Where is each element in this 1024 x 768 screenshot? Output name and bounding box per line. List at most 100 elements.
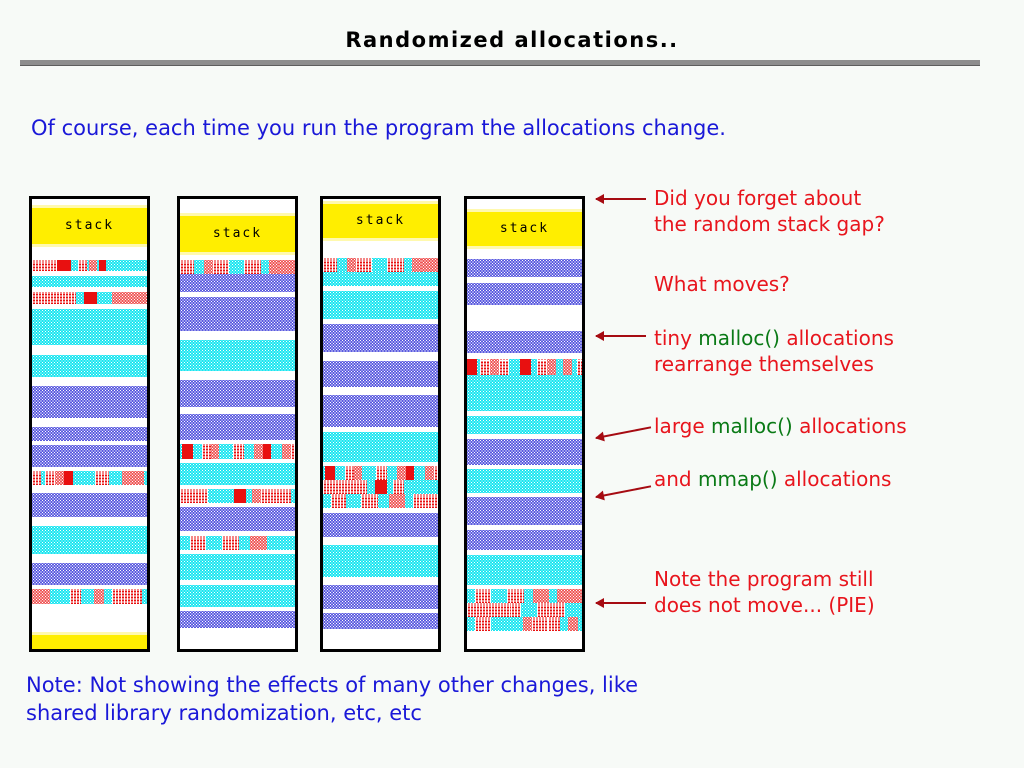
arrow-to-tiny-malloc xyxy=(595,331,646,341)
unmapped-gap xyxy=(180,199,295,213)
unmapped-gap xyxy=(467,434,582,439)
unmapped-gap xyxy=(323,427,438,432)
large-malloc-region xyxy=(32,526,147,554)
stack-block xyxy=(180,213,295,255)
annotation-text: rearrange themselves xyxy=(654,351,874,376)
large-malloc-region xyxy=(467,375,582,411)
tiny-malloc-chunk xyxy=(490,359,499,375)
tiny-malloc-chunk xyxy=(511,603,521,617)
unmapped-gap xyxy=(467,305,582,331)
memory-map-run-3: stackprogram xyxy=(320,196,441,652)
tiny-malloc-chunk xyxy=(323,258,337,272)
tiny-malloc-chunk xyxy=(84,292,97,304)
tiny-malloc-chunk xyxy=(99,260,106,271)
mmap-region xyxy=(32,445,147,467)
tiny-malloc-chunk xyxy=(204,260,213,274)
mmap-region xyxy=(323,324,438,352)
mmap-region xyxy=(467,331,582,353)
tiny-malloc-chunk xyxy=(523,617,532,631)
unmapped-gap xyxy=(32,271,147,276)
mmap-region xyxy=(323,585,438,609)
large-malloc-region xyxy=(323,494,438,508)
annotation-line: tiny malloc() allocations xyxy=(654,326,894,352)
tiny-malloc-chunk xyxy=(180,260,194,274)
mmap-region xyxy=(467,259,582,277)
large-malloc-region xyxy=(180,554,295,580)
memory-map-run-2: stackprogram xyxy=(177,196,298,652)
tiny-malloc-chunk xyxy=(112,292,147,304)
tiny-malloc-chunk xyxy=(211,444,219,459)
annotation-line: rearrange themselves xyxy=(654,352,894,378)
unmapped-gap xyxy=(180,531,295,536)
mmap-region xyxy=(467,530,582,550)
tiny-malloc-chunk xyxy=(499,359,509,375)
mmap-region xyxy=(467,439,582,465)
footnote: Note: Not showing the effects of many ot… xyxy=(26,672,886,727)
stack-label: stack xyxy=(499,221,550,236)
code-token: malloc() xyxy=(711,414,793,438)
tiny-malloc-chunk xyxy=(537,359,547,375)
unmapped-gap xyxy=(180,628,295,649)
unmapped-gap xyxy=(32,554,147,563)
large-malloc-region xyxy=(323,291,438,319)
unmapped-gap xyxy=(180,292,295,297)
mmap-region xyxy=(32,427,147,441)
annotation-text: tiny xyxy=(654,326,699,350)
tiny-malloc-chunk xyxy=(356,258,372,272)
tiny-malloc-chunk xyxy=(480,359,490,375)
tiny-malloc-chunk xyxy=(547,359,556,375)
tiny-malloc-chunk-row xyxy=(180,536,295,550)
large-malloc-region xyxy=(467,589,582,603)
tiny-malloc-chunk xyxy=(325,466,335,480)
unmapped-gap xyxy=(323,629,438,649)
tiny-malloc-chunk xyxy=(475,617,491,631)
mmap-region xyxy=(180,414,295,440)
unmapped-gap xyxy=(323,462,438,466)
annotation-text: and xyxy=(654,467,698,491)
unmapped-gap xyxy=(323,577,438,585)
unmapped-gap xyxy=(323,537,438,545)
unmapped-gap xyxy=(180,503,295,507)
tiny-malloc-chunk-row xyxy=(32,589,147,604)
tiny-malloc-chunk xyxy=(532,617,548,631)
unmapped-gap xyxy=(180,331,295,340)
annotation-line: Note the program still xyxy=(654,567,875,593)
annotation-line: the random stack gap? xyxy=(654,212,885,238)
annotation-line: large malloc() allocations xyxy=(654,414,907,440)
unmapped-gap xyxy=(323,319,438,324)
tiny-malloc-chunk xyxy=(250,536,267,550)
annotation-text: allocations xyxy=(792,414,907,438)
unmapped-gap xyxy=(467,550,582,555)
tiny-malloc-chunk xyxy=(279,260,295,274)
annotation-text: allocations xyxy=(779,326,894,350)
tiny-malloc-chunk xyxy=(190,536,206,550)
tiny-malloc-chunk-row xyxy=(467,603,582,617)
tiny-malloc-chunk xyxy=(32,260,57,271)
tiny-malloc-chunk xyxy=(244,260,261,274)
unmapped-gap xyxy=(467,353,582,359)
tiny-malloc-chunk-row xyxy=(323,466,438,480)
large-malloc-region xyxy=(32,355,147,377)
tiny-malloc-chunk xyxy=(122,471,144,485)
unmapped-gap xyxy=(180,580,295,585)
unmapped-gap xyxy=(32,377,147,386)
tiny-malloc-chunk xyxy=(393,480,404,494)
tiny-malloc-chunk-row xyxy=(323,480,438,494)
stack-block xyxy=(323,201,438,241)
page-title: Randomized allocations.. xyxy=(345,28,679,52)
annotation-large-malloc: large malloc() allocations xyxy=(654,414,907,440)
large-malloc-region xyxy=(323,432,438,462)
tiny-malloc-chunk xyxy=(213,260,229,274)
large-malloc-region xyxy=(467,416,582,434)
unmapped-gap xyxy=(32,604,147,632)
tiny-malloc-chunk xyxy=(389,494,405,508)
mmap-region xyxy=(323,613,438,629)
annotation-line: Did you forget about xyxy=(654,186,885,212)
tiny-malloc-chunk xyxy=(254,444,263,459)
large-malloc-region xyxy=(32,309,147,345)
unmapped-gap xyxy=(32,287,147,292)
unmapped-gap xyxy=(323,508,438,513)
